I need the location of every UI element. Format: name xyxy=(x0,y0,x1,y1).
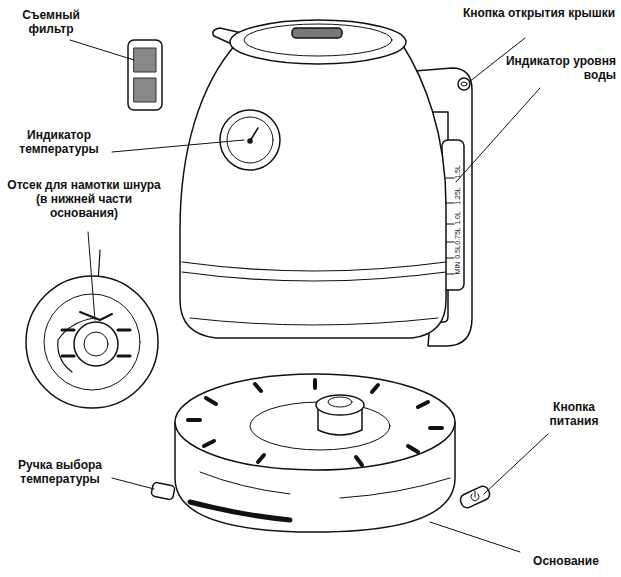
filter-drawing xyxy=(128,40,162,110)
part-label: Съемный фильтр xyxy=(6,8,96,36)
level-mark: 0.5L xyxy=(454,245,462,259)
part-label: Индикатор температуры xyxy=(4,128,114,156)
cord-compartment-drawing xyxy=(26,250,158,408)
level-mark: 1.25L xyxy=(454,187,462,205)
level-mark: 0.75L xyxy=(454,227,462,245)
leader-lines xyxy=(70,38,548,552)
part-label: Отсек для намотки шнура (в нижней части … xyxy=(2,178,166,220)
kettle-body xyxy=(180,20,446,338)
level-mark: 1.0L xyxy=(454,211,462,225)
part-label: Кнопка открытия крышки xyxy=(462,6,616,20)
base-drawing xyxy=(151,374,492,532)
part-label: Индикатор уровня воды xyxy=(488,54,616,82)
part-label: Ручка выбора температуры xyxy=(4,458,116,486)
level-mark: MIN xyxy=(454,262,462,275)
level-mark: 1.5L xyxy=(454,165,462,179)
part-label: Кнопка питания xyxy=(530,400,618,428)
part-label: Основание xyxy=(518,554,614,568)
